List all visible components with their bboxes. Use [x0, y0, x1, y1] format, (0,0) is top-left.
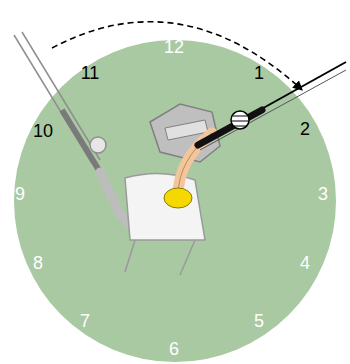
faded-rod: [14, 32, 106, 172]
clock-face: [14, 40, 336, 362]
casting-rod: [195, 62, 346, 150]
casting-arc-arrow: [52, 22, 300, 88]
clock-number: 3: [318, 184, 328, 204]
clock-number: 2: [300, 119, 310, 139]
clock-number: 9: [15, 184, 25, 204]
angler-figure: [100, 104, 220, 275]
clock-number: 11: [81, 63, 100, 83]
clock-number: 5: [254, 311, 264, 331]
clock-number: 7: [80, 311, 90, 331]
clock-number: 10: [33, 121, 53, 141]
clock-number: 6: [169, 339, 179, 359]
clock-number: 12: [164, 37, 184, 57]
clock-number: 8: [33, 253, 43, 273]
clock-number: 4: [300, 253, 310, 273]
clock-number: 1: [254, 63, 264, 83]
